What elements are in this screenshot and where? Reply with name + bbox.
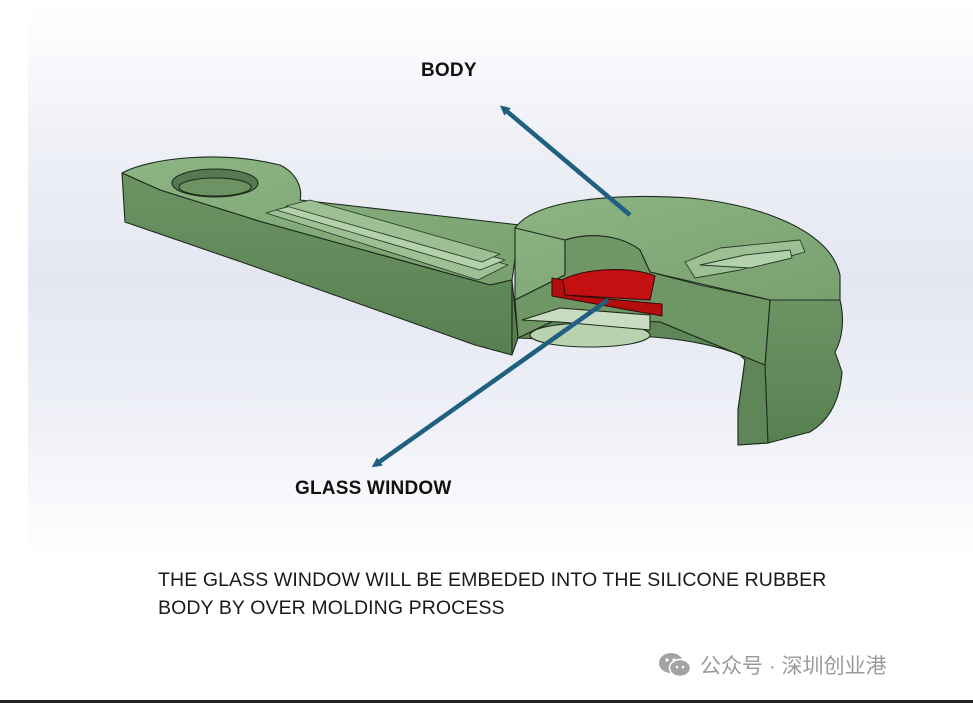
wechat-icon	[659, 653, 692, 678]
body-arrow	[499, 105, 632, 217]
handle-ribs	[265, 199, 509, 281]
glass-window-section	[551, 277, 663, 317]
glass-window-arrow	[371, 298, 610, 468]
watermark-text: 公众号 · 深圳创业港	[700, 655, 887, 678]
caption: THE GLASS WINDOW WILL BE EMBEDED INTO TH…	[158, 566, 918, 622]
cad-model-diagram	[121, 105, 844, 468]
caption-line-2: BODY BY OVER MOLDING PROCESS	[158, 597, 505, 619]
caption-line-1: THE GLASS WINDOW WILL BE EMBEDED INTO TH…	[158, 569, 827, 591]
connector-detail	[684, 239, 806, 279]
glass-window-label: GLASS WINDOW	[295, 478, 452, 499]
watermark: 公众号 · 深圳创业港	[658, 651, 887, 679]
body-label: BODY	[421, 60, 477, 81]
glass-window-disc	[561, 269, 656, 301]
silicone-body-model	[121, 156, 844, 446]
bottom-rule	[0, 700, 973, 703]
